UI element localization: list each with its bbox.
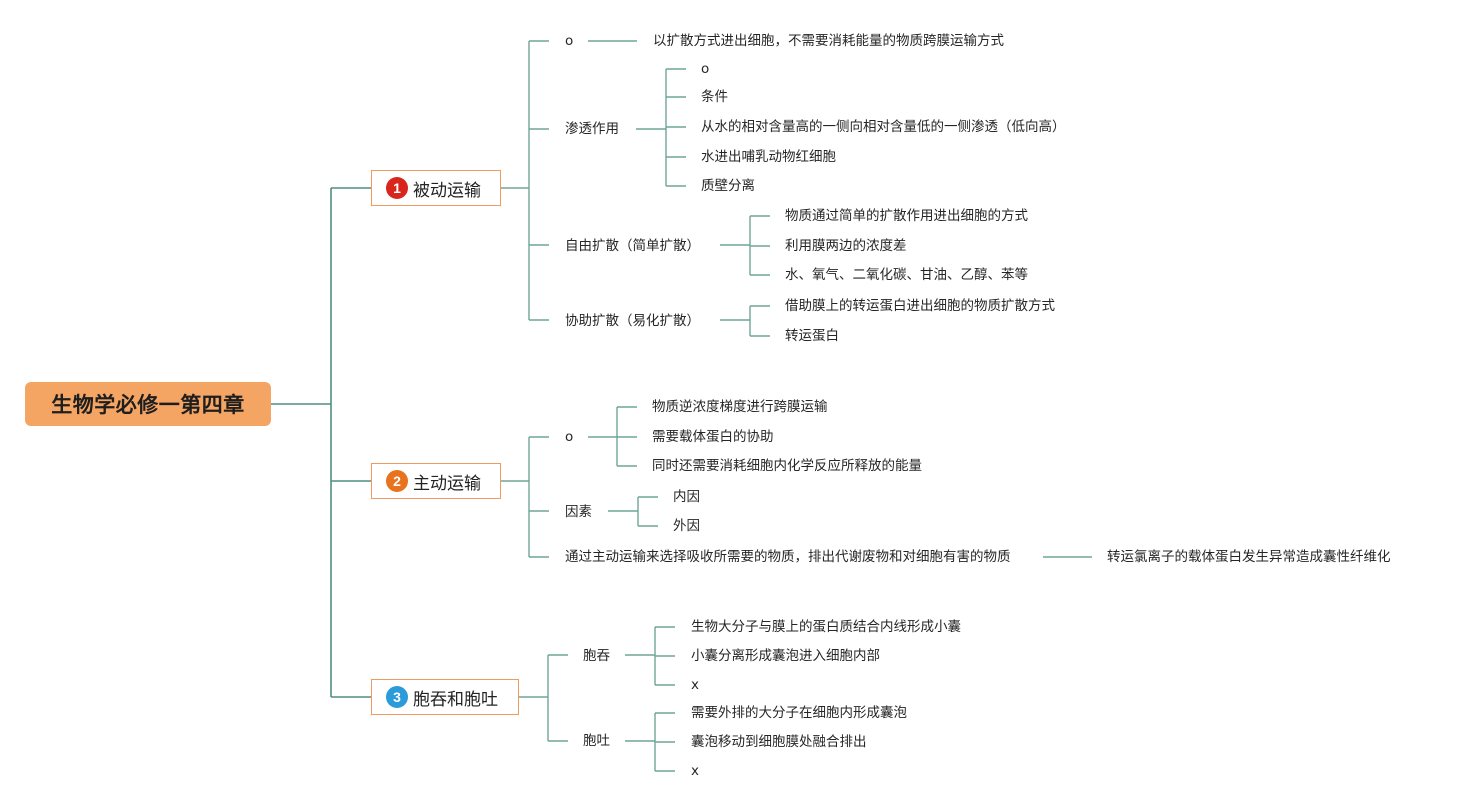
leaf-node[interactable]: 转运蛋白 (785, 328, 839, 344)
leaf-node[interactable]: 需要载体蛋白的协助 (652, 429, 774, 445)
branch-active-transport[interactable]: 2 主动运输 (371, 463, 501, 499)
branch-label: 主动运输 (413, 473, 481, 494)
topic-node[interactable]: 胞吞 (583, 648, 610, 664)
topic-node[interactable]: o (565, 429, 574, 445)
leaf-node[interactable]: 借助膜上的转运蛋白进出细胞的物质扩散方式 (785, 298, 1055, 314)
topic-node[interactable]: 协助扩散（易化扩散） (565, 313, 700, 329)
leaf-node[interactable]: 从水的相对含量高的一侧向相对含量低的一侧渗透（低向高） (701, 119, 1066, 135)
branch-endocytosis-exocytosis[interactable]: 3 胞吞和胞吐 (371, 679, 519, 715)
branch-label: 被动运输 (413, 180, 481, 201)
topic-node[interactable]: 因素 (565, 504, 592, 520)
leaf-node[interactable]: 生物大分子与膜上的蛋白质结合内线形成小囊 (691, 619, 961, 635)
leaf-node[interactable]: 质壁分离 (701, 178, 755, 194)
root-title: 生物学必修一第四章 (51, 393, 245, 417)
leaf-node[interactable]: o (701, 61, 710, 77)
leaf-node[interactable]: 物质通过简单的扩散作用进出细胞的方式 (785, 208, 1028, 224)
topic-node[interactable]: 渗透作用 (565, 121, 619, 137)
branch-passive-transport[interactable]: 1 被动运输 (371, 170, 501, 206)
root-node[interactable]: 生物学必修一第四章 (25, 382, 271, 426)
leaf-node[interactable]: 转运氯离子的载体蛋白发生异常造成囊性纤维化 (1107, 549, 1391, 565)
leaf-node[interactable]: 利用膜两边的浓度差 (785, 238, 907, 254)
number-badge-icon: 2 (386, 470, 408, 492)
topic-node[interactable]: 胞吐 (583, 733, 610, 749)
topic-node[interactable]: 通过主动运输来选择吸收所需要的物质，排出代谢废物和对细胞有害的物质 (565, 549, 1011, 565)
number-badge-icon: 1 (386, 177, 408, 199)
leaf-node[interactable]: 以扩散方式进出细胞，不需要消耗能量的物质跨膜运输方式 (653, 33, 1004, 49)
branch-label: 胞吞和胞吐 (413, 689, 498, 710)
leaf-node[interactable]: 囊泡移动到细胞膜处融合排出 (691, 734, 867, 750)
leaf-node[interactable]: 同时还需要消耗细胞内化学反应所释放的能量 (652, 458, 922, 474)
number-badge-icon: 3 (386, 686, 408, 708)
leaf-node[interactable]: 需要外排的大分子在细胞内形成囊泡 (691, 705, 907, 721)
leaf-node[interactable]: x (691, 677, 699, 693)
leaf-node[interactable]: x (691, 763, 699, 779)
topic-node[interactable]: 自由扩散（简单扩散） (565, 238, 700, 254)
leaf-node[interactable]: 内因 (673, 489, 700, 505)
leaf-node[interactable]: 外因 (673, 518, 700, 534)
leaf-node[interactable]: 水进出哺乳动物红细胞 (701, 149, 836, 165)
leaf-node[interactable]: 物质逆浓度梯度进行跨膜运输 (652, 399, 828, 415)
leaf-node[interactable]: 条件 (701, 89, 728, 105)
topic-node[interactable]: o (565, 33, 574, 49)
leaf-node[interactable]: 小囊分离形成囊泡进入细胞内部 (691, 648, 880, 664)
leaf-node[interactable]: 水、氧气、二氧化碳、甘油、乙醇、苯等 (785, 267, 1028, 283)
